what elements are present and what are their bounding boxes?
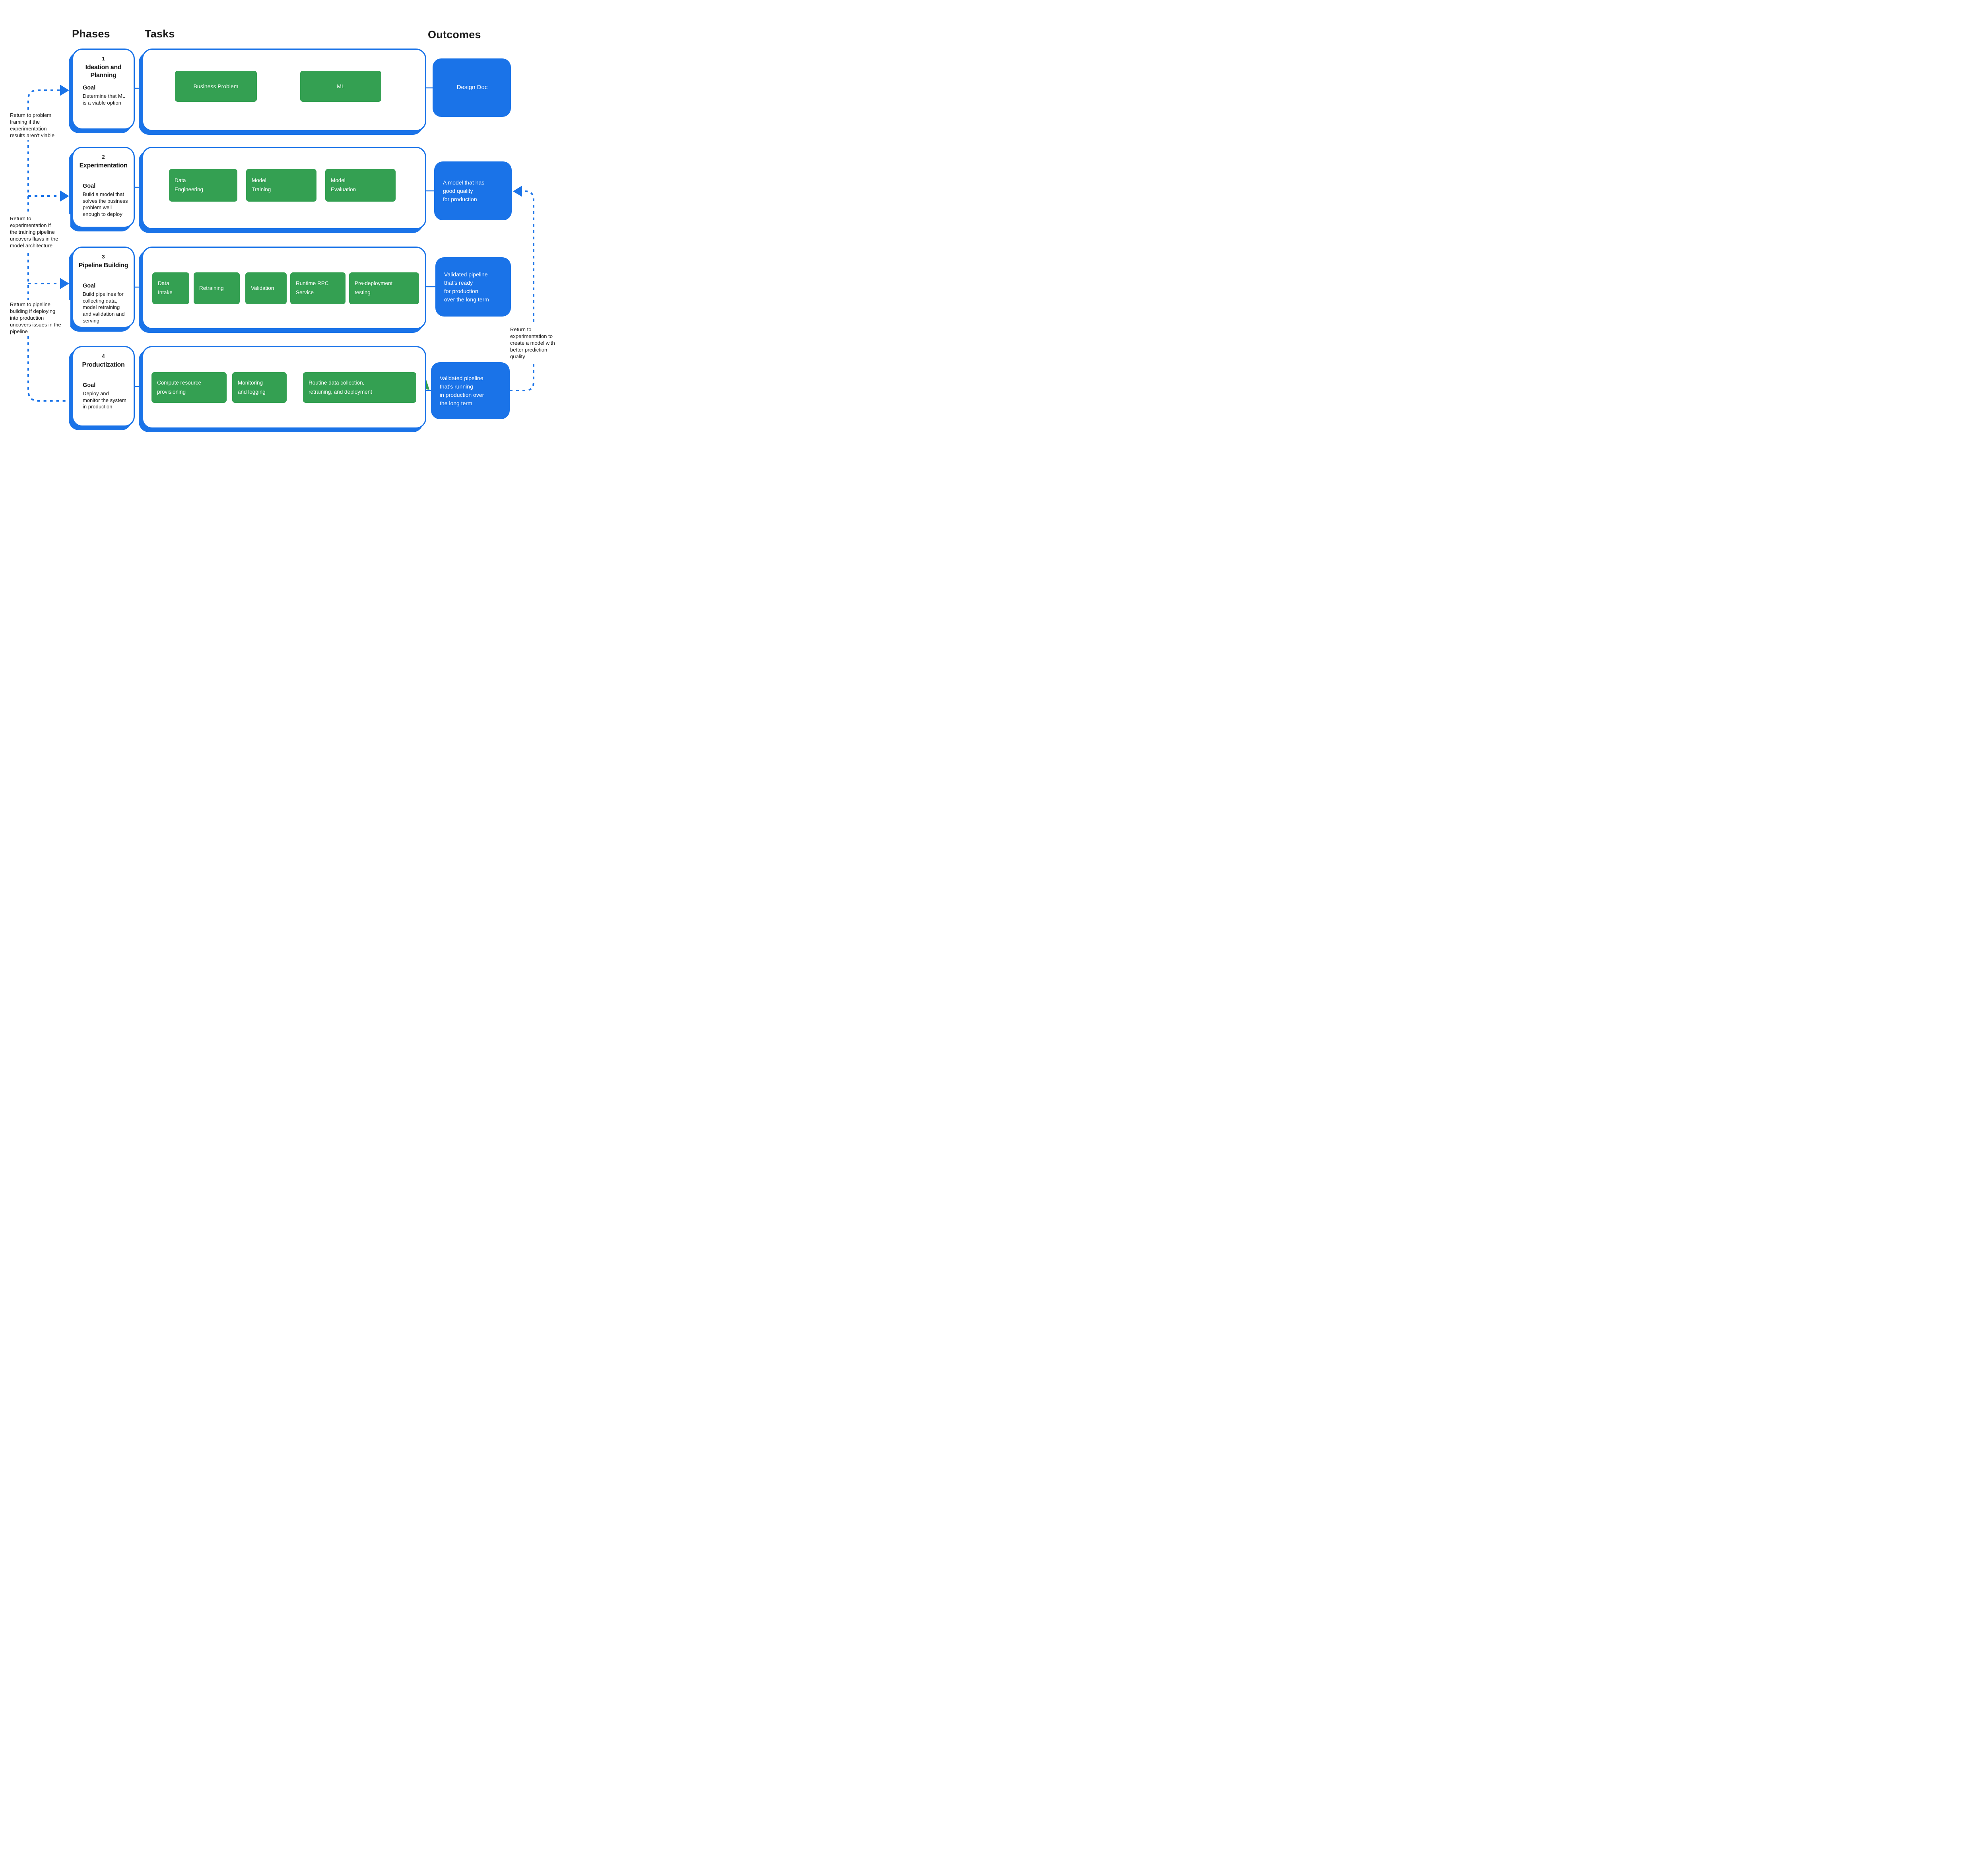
task-retraining: Retraining (194, 272, 240, 304)
goal-text: Build pipelines for collecting data, mod… (83, 291, 125, 324)
arrow-left-icon (513, 186, 522, 197)
phase-card-pipeline-building: 3 Pipeline Building Goal Build pipelines… (72, 247, 135, 328)
task-compute-resource-provisioning: Compute resource provisioning (151, 372, 227, 403)
task-model-evaluation: Model Evaluation (325, 169, 396, 202)
outcomes-header: Outcomes (428, 29, 481, 41)
task-model-training: Model Training (246, 169, 316, 202)
note-return-to-experimentation: Return to experimentation if the trainin… (10, 214, 70, 251)
tasks-header: Tasks (145, 28, 175, 40)
note-return-to-problem-framing: Return to problem framing if the experim… (10, 111, 68, 140)
task-monitoring-and-logging: Monitoring and logging (232, 372, 287, 403)
left-feedback-arrowheads (60, 85, 69, 289)
task-data-intake: Data Intake (152, 272, 189, 304)
outcome-validated-pipeline-running: Validated pipeline that’s running in pro… (431, 362, 510, 419)
task-validation: Validation (245, 272, 287, 304)
note-return-to-experimentation-quality: Return to experimentation to create a mo… (510, 325, 563, 361)
phase-title: Pipeline Building (78, 262, 128, 269)
phase-number: 1 (102, 56, 105, 62)
goal-text: Determine that ML is a viable option (83, 93, 125, 106)
task-pre-deployment-testing: Pre-deployment testing (349, 272, 419, 304)
task-ml: ML (300, 71, 381, 102)
phase-card-productization: 4 Productization Goal Deploy and monitor… (72, 346, 135, 427)
arrow-right-icon (60, 85, 69, 96)
outcome-design-doc: Design Doc (433, 58, 511, 117)
goal-label: Goal (83, 382, 96, 389)
ml-workflow-diagram: Phases Tasks Outcomes 1 Ideation and Pla… (0, 0, 564, 465)
phase-title: Productization (82, 361, 125, 368)
outcome-quality-model: A model that has good quality for produc… (434, 161, 512, 220)
goal-text: Build a model that solves the business p… (83, 191, 128, 217)
goal-label: Goal (83, 183, 96, 189)
task-data-engineering: Data Engineering (169, 169, 237, 202)
arrow-right-icon (60, 278, 69, 289)
goal-label: Goal (83, 85, 96, 91)
phases-header: Phases (72, 28, 110, 40)
phase-card-ideation: 1 Ideation and Planning Goal Determine t… (72, 49, 135, 130)
arrow-right-icon (60, 190, 69, 202)
task-business-problem: Business Problem (175, 71, 257, 102)
left-feedback-path (27, 89, 69, 402)
outcome-validated-pipeline-ready: Validated pipeline that’s ready for prod… (435, 257, 511, 317)
phase-number: 4 (102, 353, 105, 359)
goal-text: Deploy and monitor the system in product… (83, 390, 126, 410)
phase-goal: Goal Build a model that solves the busin… (83, 183, 130, 218)
phase-title: Ideation and Planning (85, 64, 122, 79)
phase-number: 2 (102, 154, 105, 160)
task-routine-data-collection: Routine data collection, retraining, and… (303, 372, 416, 403)
phase-goal: Goal Deploy and monitor the system in pr… (83, 382, 130, 410)
phase-goal: Goal Build pipelines for collecting data… (83, 283, 130, 324)
phase-number: 3 (102, 254, 105, 260)
note-return-to-pipeline-building: Return to pipeline building if deploying… (10, 300, 70, 336)
phase-connectors (135, 87, 435, 391)
task-runtime-rpc-service: Runtime RPC Service (290, 272, 346, 304)
goal-label: Goal (83, 283, 96, 289)
phase-goal: Goal Determine that ML is a viable optio… (83, 85, 130, 106)
phase-title: Experimentation (79, 162, 128, 169)
phase-card-experimentation: 2 Experimentation Goal Build a model tha… (72, 147, 135, 228)
task-connectors (189, 85, 349, 389)
